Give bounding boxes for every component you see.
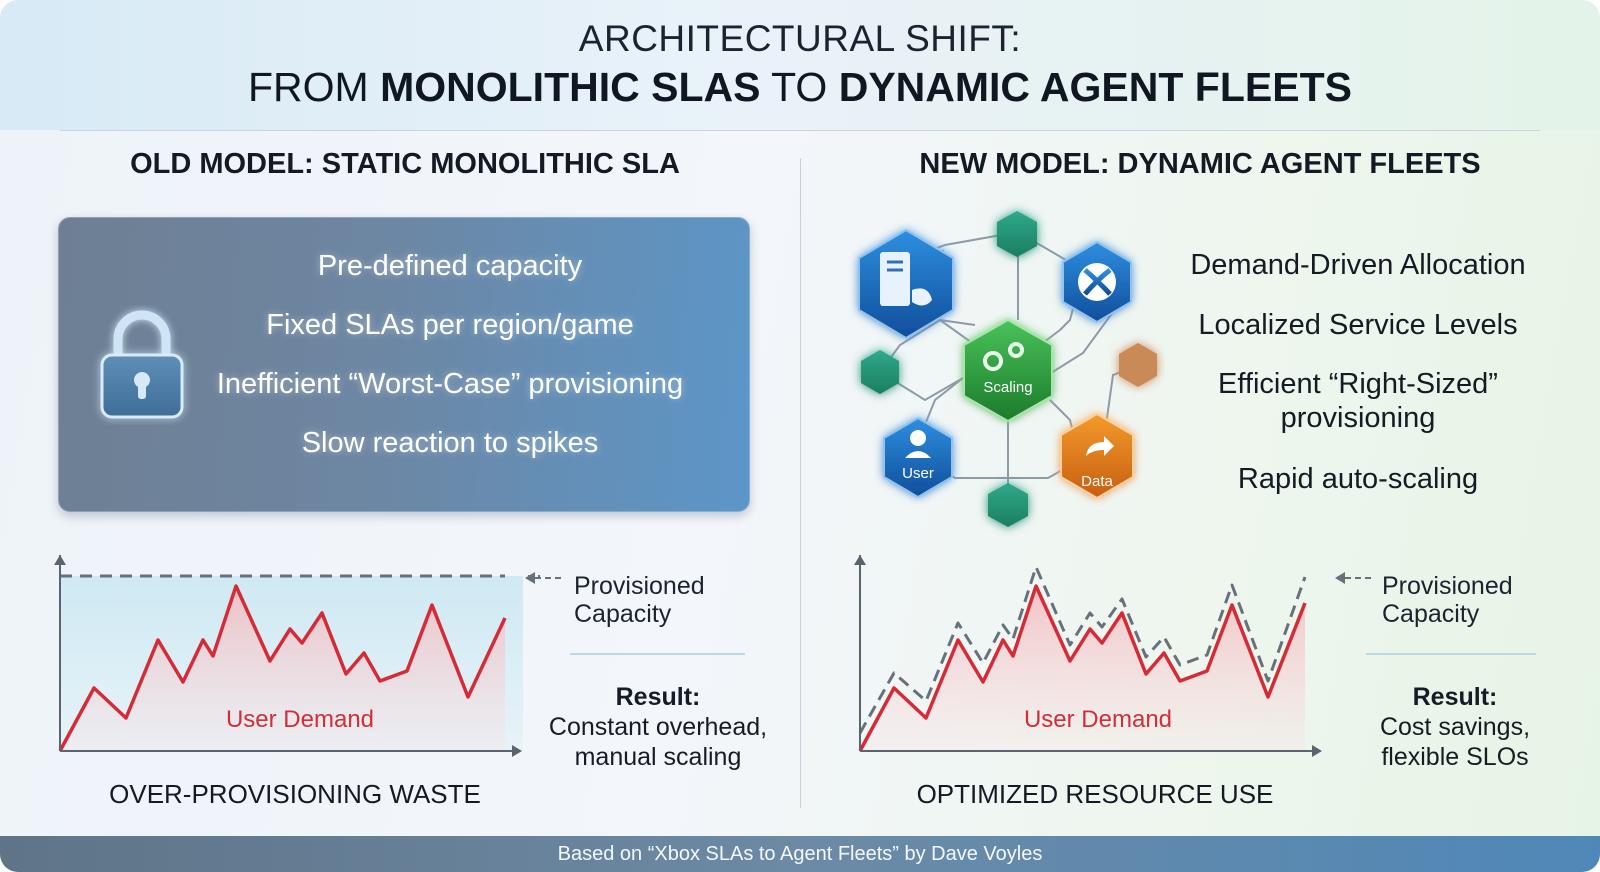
controller-icon <box>912 288 932 306</box>
old-point-1: Pre-defined capacity <box>317 250 583 282</box>
old-result-divider <box>570 653 745 655</box>
agent-fleet-network: Scaling User Data <box>858 211 1157 527</box>
small-node-left <box>861 350 899 394</box>
old-demand-chart: User Demand <box>54 555 540 757</box>
user-icon <box>910 430 926 446</box>
new-result-divider <box>1366 653 1536 655</box>
old-model-heading: OLD MODEL: STATIC MONOLITHIC SLA <box>130 148 680 180</box>
title-line-2: FROM MONOLITHIC SLAS TO DYNAMIC AGENT FL… <box>0 64 1600 111</box>
new-result-line-2: flexible SLOs <box>1381 743 1529 771</box>
x-axis-arrow <box>1312 745 1322 757</box>
title-to: TO <box>760 64 839 110</box>
old-result-line-1: Constant overhead, <box>548 713 768 741</box>
title-from: FROM <box>248 64 381 110</box>
demand-line <box>858 584 1307 752</box>
footer-credit: Based on “Xbox SLAs to Agent Fleets” by … <box>557 843 1043 865</box>
new-result-line-1: Cost savings, <box>1379 713 1531 741</box>
header-band <box>0 0 1600 130</box>
old-point-3: Inefficient “Worst-Case” provisioning <box>216 368 684 400</box>
old-result: Result: Constant overhead, manual scalin… <box>540 682 776 772</box>
data-node: Data <box>1060 412 1134 500</box>
server-node <box>858 228 954 340</box>
x-axis-arrow <box>512 745 522 757</box>
old-point-2: Fixed SLAs per region/game <box>266 309 634 341</box>
new-capacity-label-1: Provisioned <box>1382 572 1513 600</box>
small-node-right <box>1119 343 1157 387</box>
feature-4: Rapid auto-scaling <box>1237 463 1479 495</box>
old-result-label: Result: <box>615 683 701 711</box>
old-point-4: Slow reaction to spikes <box>301 427 599 459</box>
small-node-bottom <box>988 483 1028 527</box>
y-axis-arrow <box>54 555 66 565</box>
old-capacity-label: Provisioned Capacity <box>574 572 705 628</box>
demand-line <box>58 584 507 752</box>
capacity-arrow-icon <box>525 572 561 584</box>
footer-bar <box>0 836 1600 872</box>
capacity-line <box>858 565 1307 734</box>
feature-2: Localized Service Levels <box>1198 309 1518 341</box>
title-monolithic: MONOLITHIC SLAS <box>380 64 761 110</box>
demand-area <box>860 586 1305 751</box>
new-model-heading: NEW MODEL: DYNAMIC AGENT FLEETS <box>919 148 1481 180</box>
user-label: User <box>902 465 934 482</box>
title-line-1: ARCHITECTURAL SHIFT: <box>578 18 1022 59</box>
old-chart-caption: OVER-PROVISIONING WASTE <box>109 779 481 809</box>
gear-small-icon <box>1008 342 1024 358</box>
user-node: User <box>883 416 953 499</box>
old-capacity-label-1: Provisioned <box>574 572 705 600</box>
feature-3b: provisioning <box>1280 402 1436 434</box>
gear-icon <box>983 351 1003 371</box>
title-dynamic: DYNAMIC AGENT FLEETS <box>838 64 1352 110</box>
demand-label: User Demand <box>1024 706 1172 733</box>
lock-icon <box>92 305 192 425</box>
small-node-top <box>997 211 1037 257</box>
server-icon <box>880 252 910 306</box>
demand-label: User Demand <box>226 706 374 733</box>
share-arrow-icon <box>1086 436 1114 456</box>
demand-area <box>60 586 505 751</box>
new-capacity-label-2: Capacity <box>1382 600 1480 628</box>
column-divider <box>800 158 801 808</box>
header-divider <box>60 130 1540 131</box>
data-label: Data <box>1081 473 1113 490</box>
scaling-node: Scaling <box>963 318 1053 423</box>
scaling-label: Scaling <box>983 379 1032 396</box>
feature-3: Efficient “Right-Sized” <box>1218 368 1498 400</box>
feature-1: Demand-Driven Allocation <box>1190 249 1526 281</box>
xbox-node <box>1062 240 1132 324</box>
old-result-line-2: manual scaling <box>574 743 742 771</box>
new-result-label: Result: <box>1412 683 1498 711</box>
new-chart-caption: OPTIMIZED RESOURCE USE <box>916 779 1274 809</box>
old-capacity-label-2: Capacity <box>574 600 672 628</box>
new-demand-chart: User Demand <box>854 555 1322 757</box>
capacity-arrow-icon <box>1335 572 1371 584</box>
y-axis-arrow <box>854 555 866 565</box>
new-capacity-label: Provisioned Capacity <box>1382 572 1513 628</box>
new-result: Result: Cost savings, flexible SLOs <box>1370 682 1540 772</box>
